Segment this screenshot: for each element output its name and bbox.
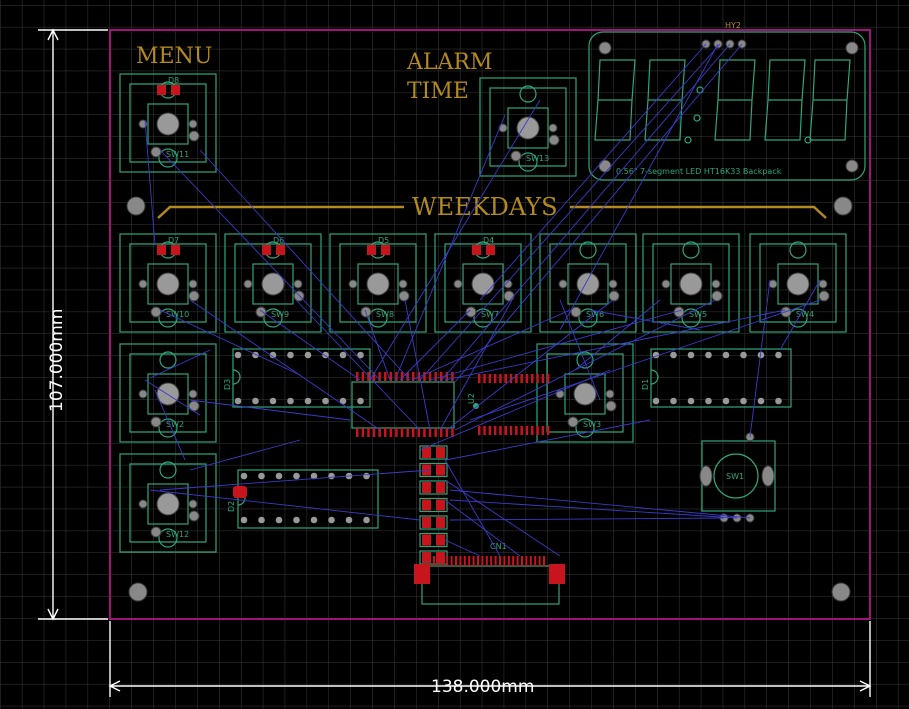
mount-hole: [128, 582, 148, 602]
switch-ref: SW7: [481, 310, 499, 319]
weekdays-bracket: [157, 205, 827, 219]
alarm-label-line2: TIME: [407, 79, 469, 104]
mount-hole: [833, 196, 853, 216]
resistor: [419, 497, 448, 513]
smd-pin-rows: [478, 374, 550, 435]
width-dimension-label: 138.000mm: [431, 677, 534, 697]
connector-ref: CN1: [490, 542, 507, 551]
led-ref: D4: [483, 236, 494, 245]
display-mount-holes: [598, 41, 859, 173]
switch-ref: SW3: [583, 420, 601, 429]
connector-cn1: CN1: [414, 542, 565, 605]
display-caption: 0.56" 7-segment LED HT16K33 Backpack: [616, 167, 782, 176]
switch-ref: SW1: [726, 472, 744, 481]
resistor-stack: [419, 445, 448, 565]
resistor: [419, 515, 448, 530]
led-ref: D8: [168, 76, 179, 85]
switch-ref: SW5: [689, 310, 707, 319]
height-dimension-label: 107.000mm: [47, 309, 67, 412]
switch-sw13[interactable]: SW13: [479, 77, 577, 177]
resistor: [419, 480, 448, 495]
display-ref: HY2: [725, 21, 741, 30]
led-ref: D5: [378, 236, 389, 245]
ic-d2: D2: [227, 469, 379, 529]
switch-sw11[interactable]: SW11 D8: [119, 73, 217, 173]
switch-sw1[interactable]: SW1: [699, 432, 776, 523]
switch-sw12[interactable]: SW12: [119, 453, 217, 553]
switch-ref: SW9: [271, 310, 289, 319]
resistor: [419, 445, 448, 460]
width-dimension: 138.000mm: [108, 621, 872, 697]
led-ref: D7: [168, 236, 179, 245]
ic-d2-ref: D2: [227, 501, 236, 512]
switch-sw8[interactable]: SW8 D5: [329, 233, 427, 333]
ic-u2-ref: U2: [467, 393, 476, 404]
switch-ref: SW2: [166, 420, 184, 429]
led-ref: D6: [273, 236, 284, 245]
ratsnest-lines: [144, 43, 821, 557]
ic-d1-ref: D1: [641, 379, 650, 390]
switch-ref: SW4: [796, 310, 814, 319]
switch-ref: SW10: [166, 310, 189, 319]
switch-ref: SW12: [166, 530, 189, 539]
switch-ref: SW13: [526, 154, 549, 163]
switch-ref: SW11: [166, 150, 189, 159]
menu-label: MENU: [136, 44, 212, 69]
switch-sw2[interactable]: SW2: [119, 343, 217, 443]
switch-ref: SW8: [376, 310, 394, 319]
ic-pins: [234, 351, 782, 524]
alarm-label-line1: ALARM: [406, 50, 492, 75]
resistor: [419, 532, 448, 548]
mount-hole: [126, 196, 146, 216]
weekdays-label: WEEKDAYS: [412, 193, 558, 221]
ic-d3-ref: D3: [223, 379, 232, 390]
switch-sw4[interactable]: SW4: [749, 233, 847, 333]
mount-hole: [831, 582, 851, 602]
ic-d1: D1: [641, 348, 792, 408]
board-outline: [109, 29, 871, 620]
switch-sw3[interactable]: SW3: [536, 343, 634, 443]
switch-sw10[interactable]: SW10 D7: [119, 233, 217, 333]
mounting-holes: [126, 196, 853, 602]
height-dimension: 107.000mm: [38, 28, 108, 621]
